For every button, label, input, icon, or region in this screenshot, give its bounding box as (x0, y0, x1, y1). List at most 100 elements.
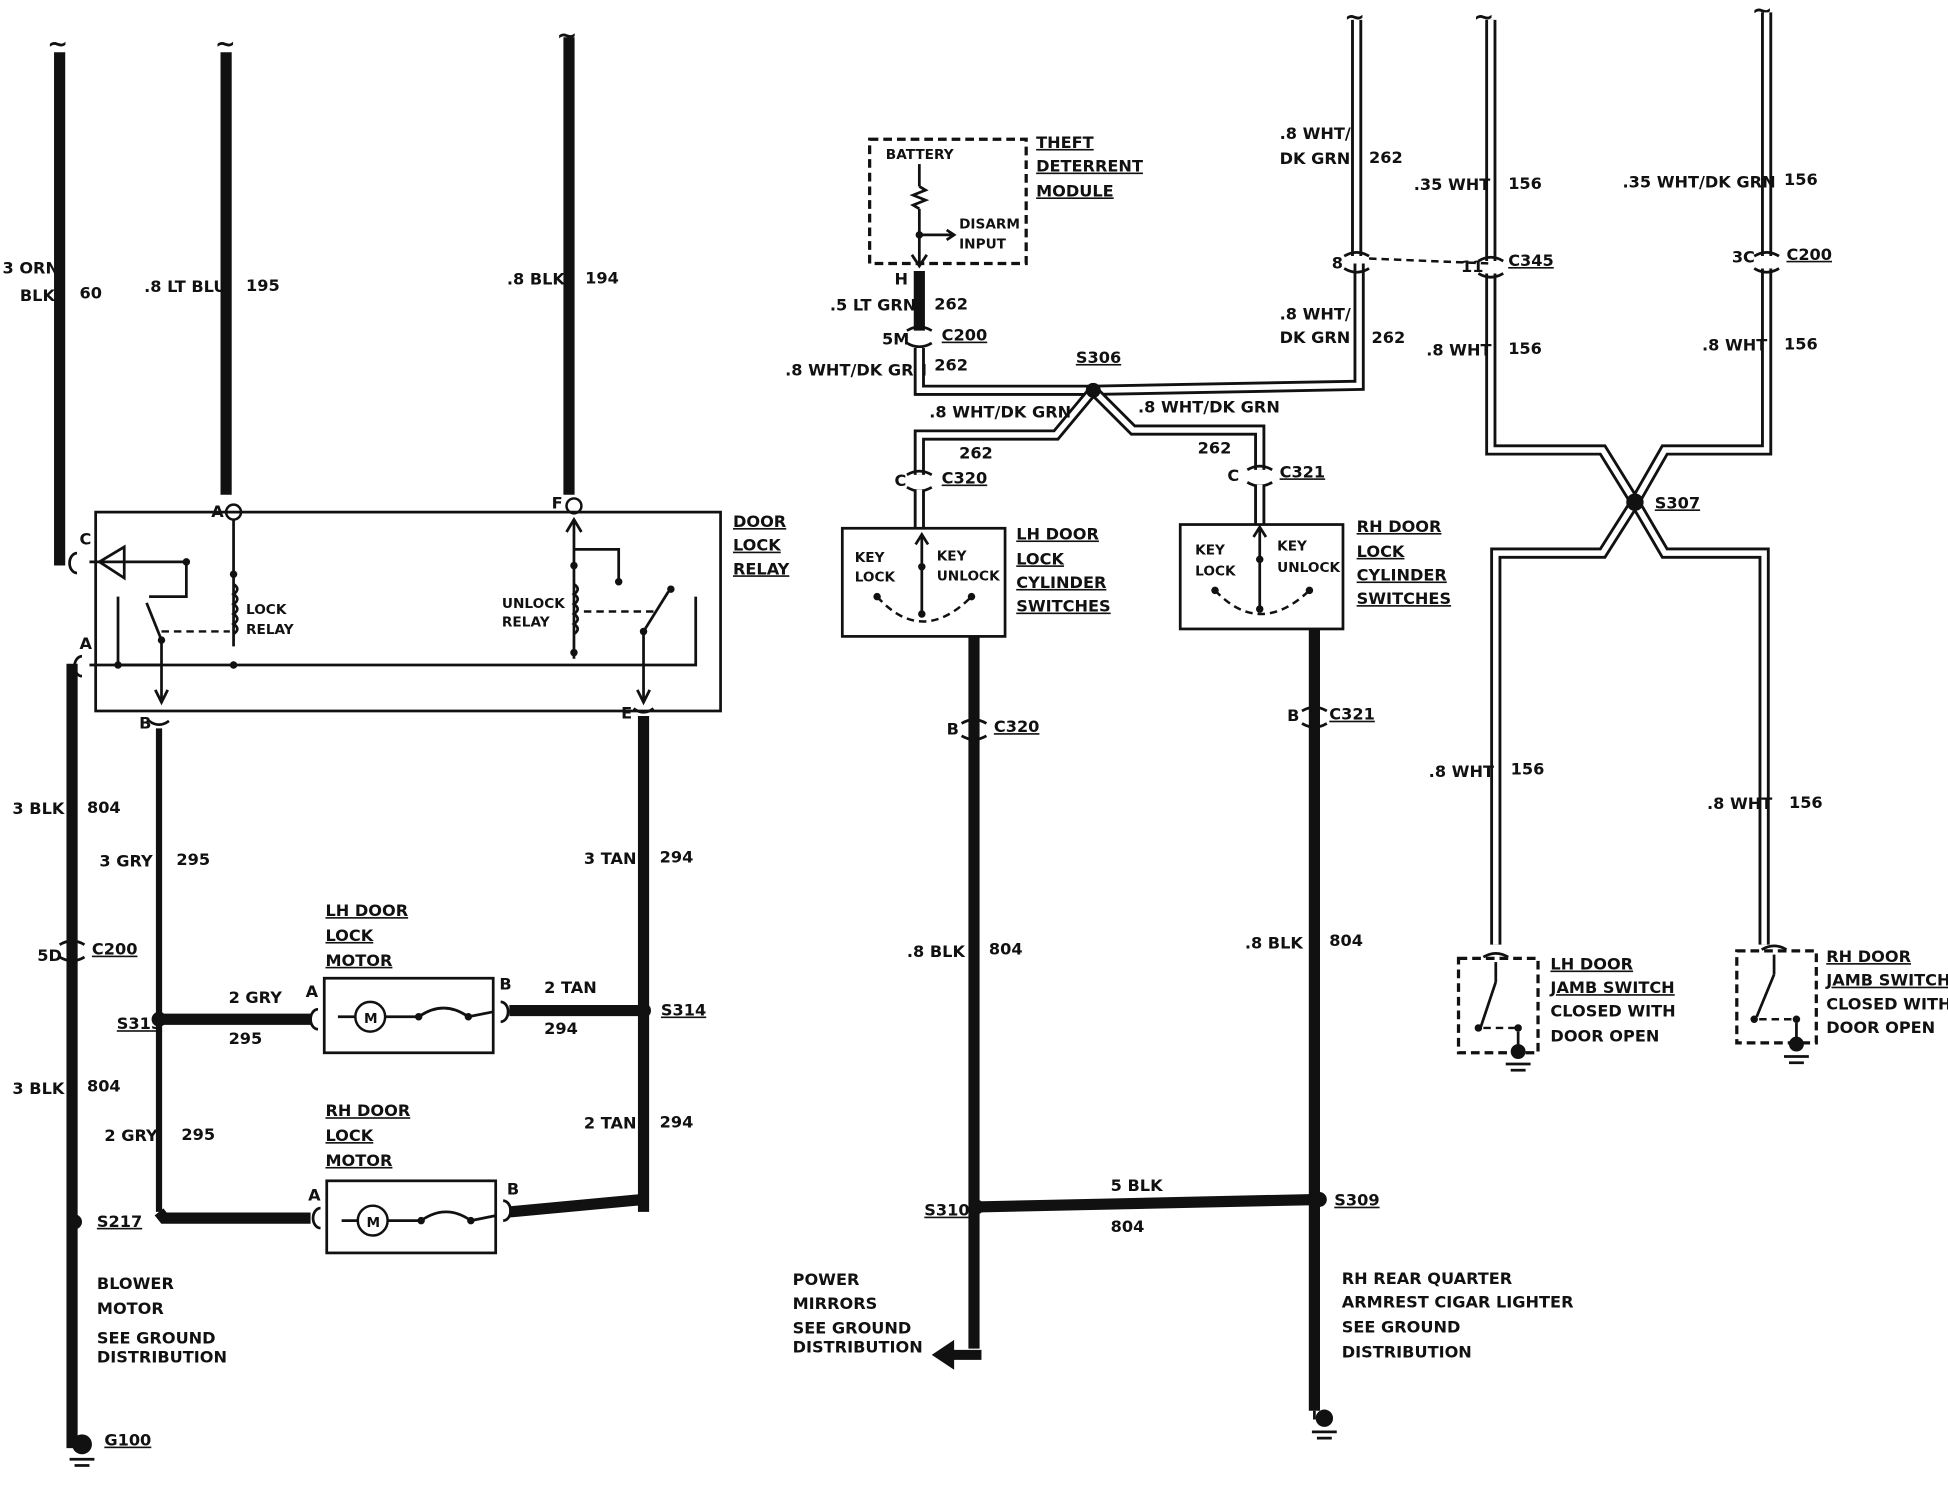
g100-label: G100 (104, 1431, 151, 1450)
right-note-4: DISTRIBUTION (1342, 1342, 1472, 1361)
switch-arrow (914, 531, 930, 546)
rh-key-lock-1: KEY (1195, 542, 1226, 558)
w156d-circuit: 156 (1784, 334, 1818, 353)
rh-jamb-label-3: CLOSED WITH (1826, 994, 1948, 1013)
s315-label: S315 (117, 1014, 162, 1033)
lh-jamb-label-1: LH DOOR (1550, 955, 1633, 974)
connector (502, 1199, 512, 1222)
lh-cyl-label-2: LOCK (1016, 549, 1064, 568)
c320-bot-pin: B (947, 720, 959, 739)
theft-label-3: MODULE (1036, 181, 1114, 200)
wire-804-gauge: 3 BLK (12, 799, 64, 818)
lh-key-unlock-2: UNLOCK (937, 568, 1000, 584)
wire-262b-gauge: .8 WHT/DK GRN (785, 360, 927, 379)
battery-label: BATTERY (886, 147, 955, 163)
relay-arrow (636, 689, 651, 706)
wire-60-circuit: 60 (80, 283, 102, 302)
rh-motor-label-2: LOCK (325, 1126, 373, 1145)
c320-top-name: C320 (942, 469, 988, 488)
wire-262c-circuit: 262 (959, 444, 993, 463)
switch-contact (1474, 1024, 1483, 1032)
connector-e (632, 707, 655, 714)
rh-key-unlock-1: KEY (1277, 539, 1308, 555)
connector-b (148, 719, 170, 727)
connector-c345 (1477, 272, 1504, 279)
junction-dot (1256, 555, 1264, 564)
wire-295b-circuit: 295 (229, 1029, 263, 1048)
connector-c200-right (1753, 250, 1780, 258)
module-arrow (910, 254, 928, 269)
lh-key-lock-1: KEY (855, 550, 886, 566)
wire-294a-circuit: 294 (660, 848, 694, 867)
junction-dot (1256, 605, 1264, 613)
junction-dot (414, 1013, 423, 1021)
lh-motor-label-2: LOCK (325, 926, 373, 945)
pin-a-left-label: A (80, 634, 93, 653)
switch-contact (1211, 586, 1219, 595)
wire-262b-circuit: 262 (934, 355, 968, 374)
wire-262-rh-inner (1091, 388, 1263, 470)
c200-right-pin: 3C (1732, 247, 1755, 266)
w262top-gauge2: DK GRN (1280, 149, 1351, 168)
wire-break-mark: ~ (47, 29, 68, 58)
ground-note-2: MOTOR (97, 1299, 164, 1318)
connector-pin-8 (1343, 267, 1370, 274)
rh-jamb-label-1: RH DOOR (1826, 947, 1911, 966)
w156c-circuit: 156 (1784, 170, 1818, 189)
w156d-gauge: .8 WHT (1702, 336, 1767, 355)
switch-contact (1514, 1024, 1522, 1032)
wire-294a-gauge: 3 TAN (584, 849, 637, 868)
switch-arrow (1252, 524, 1268, 538)
theft-label-2: DETERRENT (1036, 157, 1143, 176)
connector-c345 (1477, 255, 1504, 263)
lock-relay-coil (231, 583, 239, 636)
wire-294c-gauge: 2 TAN (584, 1114, 637, 1133)
wire-294b-circuit: 294 (544, 1019, 578, 1038)
junction-dot (667, 585, 675, 593)
left-note-2: MIRRORS (793, 1294, 878, 1313)
wire-262c-gauge: .8 WHT/DK GRN (929, 403, 1071, 422)
s217-label: S217 (97, 1212, 142, 1231)
junction-dot (570, 561, 578, 570)
wire-195-gauge: .8 LT BLU (144, 277, 226, 296)
c200-right-name: C200 (1786, 245, 1832, 264)
ground-note-4: DISTRIBUTION (97, 1347, 227, 1366)
theft-label-1: THEFT (1036, 133, 1094, 152)
splice-s217 (67, 1214, 82, 1230)
connector-c200-middle (906, 325, 933, 332)
c345-name: C345 (1508, 251, 1554, 270)
unlock-relay-label-2: RELAY (502, 614, 551, 630)
rh-key-unlock-2: UNLOCK (1277, 560, 1340, 576)
c200-pin: 5D (37, 946, 62, 965)
rh-cyl-label-1: RH DOOR (1357, 517, 1442, 536)
junction-dot (614, 577, 623, 586)
junction-dot (229, 570, 238, 578)
wire-294-rh (508, 1193, 645, 1218)
w262top-gauge1: .8 WHT/ (1280, 124, 1351, 143)
rh-cylinder-switches (1178, 523, 1345, 631)
c200-middle-pin: 5M (882, 329, 909, 348)
ground-g100-symbol (72, 1434, 92, 1455)
connector-c (68, 551, 78, 575)
rh-motor-label-3: MOTOR (325, 1151, 392, 1170)
lh-motor-pin-b: B (499, 974, 511, 993)
connector-c321-bot (1301, 705, 1328, 713)
motor-lead (468, 1010, 494, 1019)
wire-outer (1490, 268, 1773, 945)
rh-door-jamb-switch (1735, 949, 1818, 1045)
w156a-circuit: 156 (1508, 174, 1542, 193)
s309-label: S309 (1334, 1191, 1379, 1210)
connector (311, 1206, 321, 1230)
wire-60-gauge: 3 ORN/ (2, 258, 64, 277)
w156e-gauge: .8 WHT (1429, 762, 1494, 781)
w156b-gauge: .8 WHT (1426, 340, 1491, 359)
motor-lead (470, 1214, 496, 1222)
middle-section: BATTERY DISARM INPUT THEFT DETERRENT MOD… (785, 133, 1574, 1440)
unlock-relay-coil (571, 583, 580, 636)
lh-cylinder-switches (840, 526, 1007, 638)
splice-s310 (969, 1199, 984, 1215)
connector-pin-8 (1343, 250, 1370, 258)
junction-dot (229, 661, 238, 669)
theft-deterrent-module (868, 137, 1028, 266)
